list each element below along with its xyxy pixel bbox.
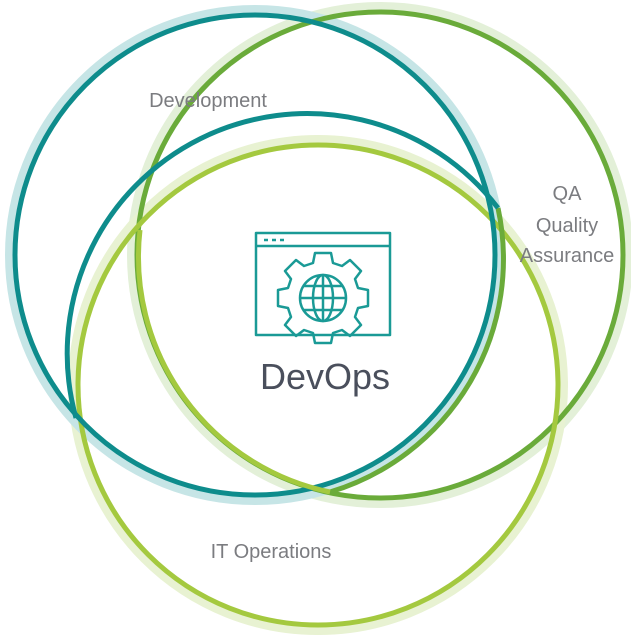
qa-overlap-arc [329,207,506,495]
qa-label-line-2: Quality [536,215,598,237]
it-operations-label: IT Operations [211,541,332,563]
browser-gear-globe-icon [254,231,392,345]
it-operations-circle-halo [68,135,568,635]
devops-title: DevOps [260,356,390,397]
qa-circle-halo [127,2,631,508]
qa-label-line-1: QA [553,183,583,205]
development-circle-halo [5,5,505,505]
it-operations-circle [75,142,561,628]
it-operations-overlap-arc [135,229,331,495]
development-overlap-arc [64,111,500,419]
development-label: Development [149,90,267,112]
circle-halos [5,2,631,635]
development-circle [12,12,498,498]
qa-label-line-3: Assurance [520,245,615,267]
